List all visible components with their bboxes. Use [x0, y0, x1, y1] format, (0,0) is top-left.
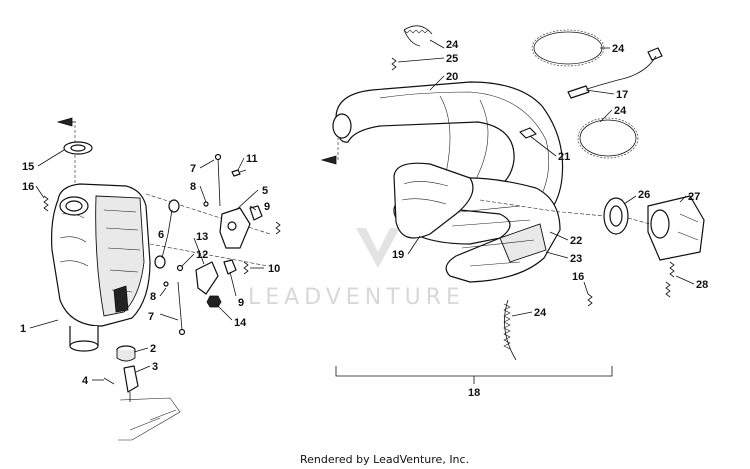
- callout-c24d: 24: [534, 307, 547, 319]
- callout-c8a: 8: [190, 181, 196, 193]
- callout-c14: 14: [234, 317, 247, 329]
- callout-c27: 27: [688, 191, 700, 203]
- callout-c6: 6: [158, 229, 164, 241]
- callout-c11: 11: [246, 153, 258, 165]
- leader-lines: [29, 39, 695, 384]
- callout-c16b: 16: [572, 271, 584, 283]
- callout-c7a: 7: [190, 163, 196, 175]
- callout-c24a: 24: [446, 39, 459, 51]
- watermark-logo-icon: [356, 228, 400, 268]
- reference-flag-icon-2: [320, 155, 337, 165]
- callout-c8b: 8: [150, 291, 156, 303]
- callout-labels: 1234567788991011121314151616171819202122…: [20, 39, 708, 399]
- callout-c7b: 7: [148, 311, 154, 323]
- callout-c2: 2: [150, 343, 156, 355]
- callout-c28: 28: [696, 279, 708, 291]
- callout-c9a: 9: [264, 201, 270, 213]
- watermark: LEADVENTURE: [248, 228, 465, 310]
- callout-c17: 17: [616, 89, 628, 101]
- render-credit: Rendered by LeadVenture, Inc.: [300, 453, 469, 466]
- callout-c18: 18: [468, 387, 480, 399]
- watermark-text: LEADVENTURE: [248, 285, 465, 310]
- muffler-assembly: [43, 117, 281, 441]
- callout-c15: 15: [22, 161, 34, 173]
- callout-c22: 22: [570, 235, 582, 247]
- callout-c12: 12: [196, 249, 208, 261]
- callout-c21: 21: [558, 151, 570, 163]
- callout-c9b: 9: [238, 297, 244, 309]
- callout-c26: 26: [638, 189, 650, 201]
- callout-c10: 10: [268, 263, 280, 275]
- callout-c25: 25: [446, 53, 458, 65]
- callout-c1: 1: [20, 323, 26, 335]
- callout-c24c: 24: [614, 105, 627, 117]
- reference-flag-icon: [56, 117, 73, 127]
- callout-c24b: 24: [612, 43, 625, 55]
- callout-c23: 23: [570, 253, 582, 265]
- callout-c16a: 16: [22, 181, 34, 193]
- callout-c5: 5: [262, 185, 268, 197]
- spring-part: [43, 195, 49, 212]
- callout-c19: 19: [392, 249, 404, 261]
- callout-c3: 3: [152, 361, 158, 373]
- callout-c20: 20: [446, 71, 458, 83]
- exhaust-pipe-assembly: [320, 25, 705, 361]
- callout-c13: 13: [196, 231, 208, 243]
- callout-c4: 4: [82, 375, 89, 387]
